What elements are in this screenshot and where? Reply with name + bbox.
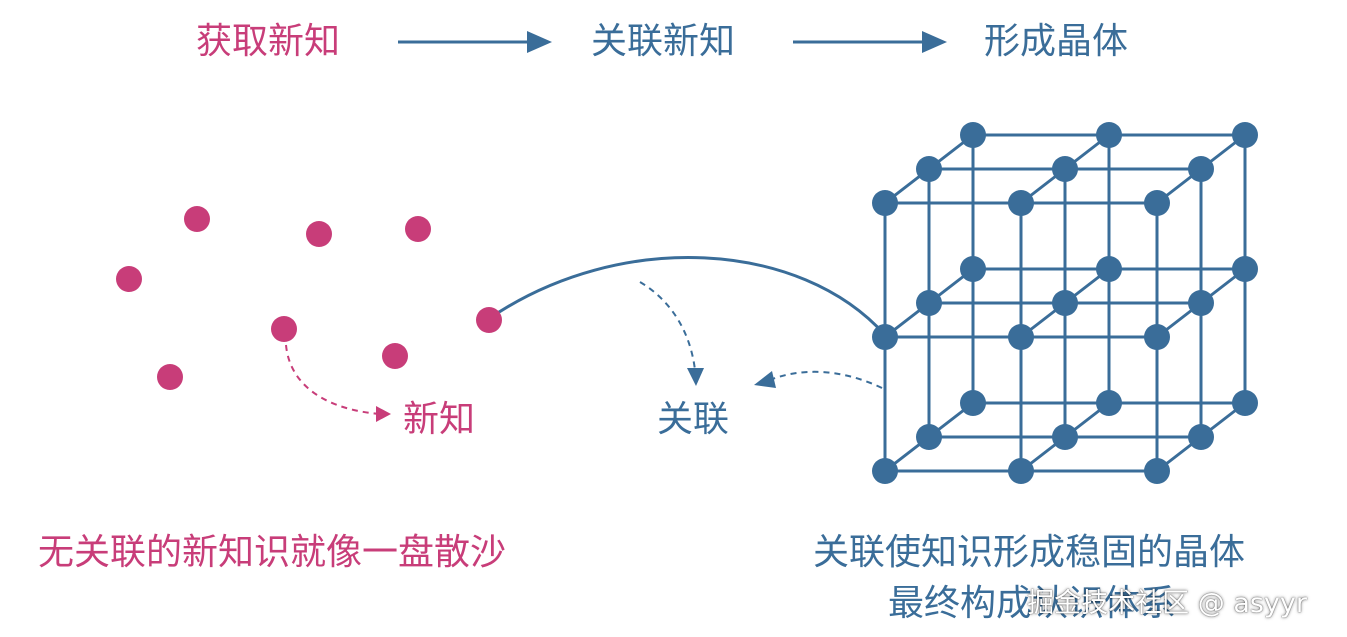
lattice-node	[1096, 256, 1122, 282]
lattice-node	[1052, 156, 1078, 182]
watermark: 掘金技术社区 @ asyyr	[1027, 588, 1307, 619]
lattice-node	[1188, 424, 1214, 450]
lattice-node	[1232, 390, 1258, 416]
arrow-head-icon	[754, 371, 776, 388]
knowledge-dot-icon	[476, 307, 502, 333]
flow-step-acquire: 获取新知	[196, 21, 341, 62]
lattice-node	[916, 424, 942, 450]
label-new-knowledge: 新知	[403, 399, 476, 440]
lattice-node	[1096, 390, 1122, 416]
lattice-node	[872, 324, 898, 350]
dashed-arrow-new-knowledge	[285, 344, 381, 415]
lattice-node	[1052, 290, 1078, 316]
arrow-head-icon	[376, 406, 391, 422]
flow-arrow-2	[793, 31, 947, 53]
lattice-node	[1144, 324, 1170, 350]
lattice-node	[916, 290, 942, 316]
flow-step-associate: 关联新知	[591, 21, 736, 62]
lattice-node	[872, 190, 898, 216]
lattice-node	[1232, 122, 1258, 148]
caption-crystal-line1: 关联使知识形成稳固的晶体	[813, 532, 1246, 573]
lattice-node	[1096, 122, 1122, 148]
flow-arrow-1	[398, 31, 552, 53]
knowledge-dot-icon	[157, 364, 183, 390]
dashed-arrow-curve-to-association	[639, 281, 696, 371]
lattice-node	[916, 156, 942, 182]
lattice-node	[872, 458, 898, 484]
arrow-right-icon	[922, 31, 947, 53]
caption-scattered: 无关联的新知识就像一盘散沙	[38, 532, 507, 573]
dashed-arrow-crystal-to-association	[769, 370, 883, 389]
knowledge-dot-icon	[271, 316, 297, 342]
knowledge-dot-icon	[116, 266, 142, 292]
knowledge-dot-icon	[405, 216, 431, 242]
lattice-node	[1008, 458, 1034, 484]
knowledge-dot-icon	[382, 343, 408, 369]
knowledge-dot-icon	[306, 221, 332, 247]
association-curve	[489, 256, 887, 337]
label-association: 关联	[657, 399, 730, 440]
lattice-node	[960, 256, 986, 282]
arrow-right-icon	[527, 31, 552, 53]
knowledge-dot-icon	[184, 206, 210, 232]
lattice-node	[960, 122, 986, 148]
lattice-node	[1188, 156, 1214, 182]
scattered-knowledge	[116, 206, 502, 390]
lattice-node	[1188, 290, 1214, 316]
lattice-node	[1052, 424, 1078, 450]
arrow-head-icon	[687, 368, 704, 386]
lattice-node	[1144, 190, 1170, 216]
crystal-lattice-icon	[872, 122, 1258, 484]
lattice-node	[1144, 458, 1170, 484]
lattice-node	[1232, 256, 1258, 282]
lattice-node	[1008, 190, 1034, 216]
lattice-node	[960, 390, 986, 416]
caption-crystal-line2: 最终构成认识体系	[888, 583, 1177, 624]
lattice-node	[1008, 324, 1034, 350]
flow-step-crystallize: 形成晶体	[984, 21, 1129, 62]
